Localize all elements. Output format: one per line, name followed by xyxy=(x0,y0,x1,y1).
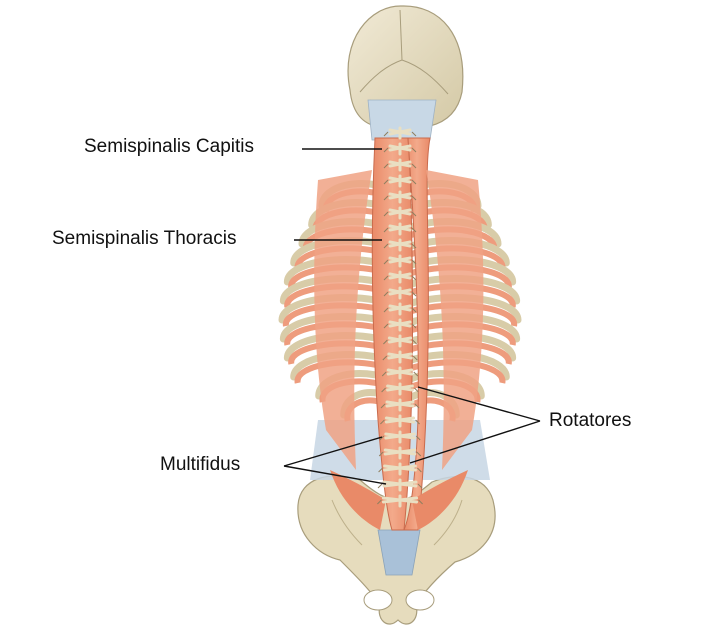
vertebra-outline xyxy=(378,451,422,457)
vertebra xyxy=(388,270,412,284)
pelvis xyxy=(297,475,496,625)
vertebra xyxy=(381,494,419,508)
vertebra-outline xyxy=(383,163,417,169)
vertebra-outline xyxy=(379,435,421,441)
vertebra-outline xyxy=(383,131,417,137)
vertebra xyxy=(388,206,412,220)
vertebra xyxy=(388,190,412,204)
vertebra-outline xyxy=(377,483,423,489)
vertebral-column xyxy=(377,126,423,508)
vertebra-outline xyxy=(383,211,417,217)
vertebra-outline xyxy=(383,323,417,329)
vertebra xyxy=(383,462,417,476)
vertebra-outline xyxy=(383,275,417,281)
vertebra-outline xyxy=(381,387,419,393)
vertebra-outline xyxy=(383,243,417,249)
label-rotatores: Rotatores xyxy=(549,410,632,431)
vertebra xyxy=(388,286,412,300)
vertebra-outline xyxy=(381,371,419,377)
leader-lines xyxy=(283,148,541,485)
vertebra xyxy=(387,350,413,364)
vertebra-outline xyxy=(380,419,420,425)
vertebra xyxy=(386,366,414,380)
vertebra xyxy=(386,382,414,396)
vertebra xyxy=(388,158,412,172)
vertebra xyxy=(384,414,416,428)
vertebra xyxy=(388,142,412,156)
vertebra-outline xyxy=(377,499,423,505)
vertebra xyxy=(383,446,417,460)
vertebra xyxy=(388,174,412,188)
vertebra xyxy=(388,238,412,252)
leader-rotatores-upper xyxy=(417,386,541,422)
erector-muscles xyxy=(314,137,484,531)
leader-rotatores-lower xyxy=(409,420,541,464)
neck-fascia xyxy=(367,99,437,141)
vertebra-outline xyxy=(383,259,417,265)
vertebra-outline xyxy=(383,147,417,153)
vertebra-outline xyxy=(383,339,417,345)
vertebra xyxy=(382,478,418,492)
vertebra xyxy=(388,302,412,316)
vertebra xyxy=(388,222,412,236)
vertebra xyxy=(387,334,413,348)
label-semispinalis-capitis: Semispinalis Capitis xyxy=(84,136,255,157)
vertebra-outline xyxy=(378,467,422,473)
leader-multifidus-upper xyxy=(283,436,383,467)
vertebra-outline xyxy=(383,291,417,297)
vertebra-outline xyxy=(383,227,417,233)
vertebra-outline xyxy=(383,307,417,313)
vertebra-outline xyxy=(380,403,420,409)
vertebra-outline xyxy=(382,355,418,361)
vertebra-outline xyxy=(383,179,417,185)
vertebra xyxy=(388,126,412,140)
vertebra-outline xyxy=(383,195,417,201)
vertebra xyxy=(388,254,412,268)
vertebra xyxy=(384,430,416,444)
label-multifidus: Multifidus xyxy=(160,454,241,475)
label-semispinalis-thoracis: Semispinalis Thoracis xyxy=(52,228,237,249)
leader-multifidus-lower xyxy=(283,465,387,485)
vertebra xyxy=(388,318,412,332)
vertebra xyxy=(385,398,415,412)
